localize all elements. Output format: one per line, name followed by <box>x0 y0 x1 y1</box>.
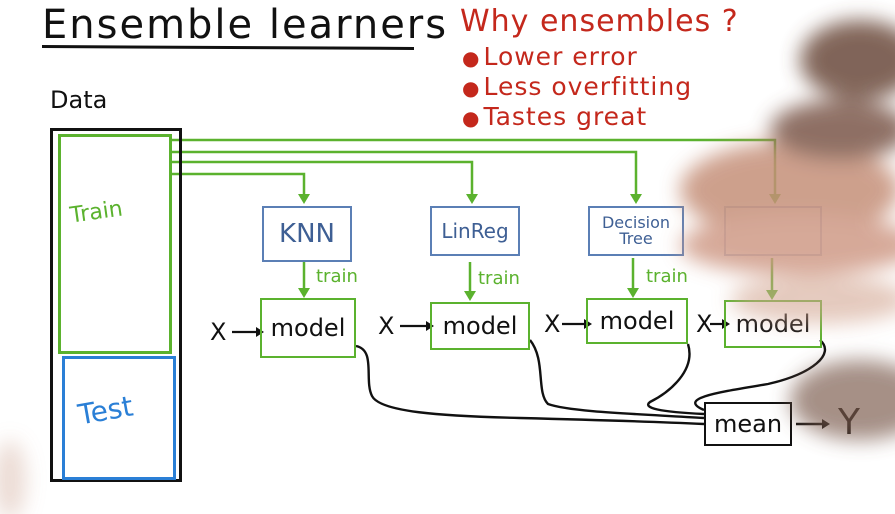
page-title: Ensemble learners <box>42 2 449 48</box>
why-item-label: Less overfitting <box>483 72 693 101</box>
output-y: Y <box>838 402 860 443</box>
model-3: model <box>586 298 688 344</box>
input-arrows <box>232 322 724 334</box>
input-x-2: X <box>378 312 395 340</box>
model-2: model <box>430 302 530 350</box>
why-item-less-overfitting: ●Less overfitting <box>462 72 692 101</box>
train-feed-arrowheads <box>298 194 781 301</box>
why-item-label: Tastes great <box>483 102 648 131</box>
input-x-4: X <box>696 310 713 338</box>
test-box <box>62 356 176 480</box>
train-tag-3: train <box>646 266 688 287</box>
bullet-icon: ● <box>462 76 481 100</box>
train-feed-line-2 <box>172 160 474 200</box>
data-box <box>50 128 182 482</box>
model-1: model <box>260 298 356 358</box>
data-label: Data <box>50 86 108 114</box>
model-4: model <box>724 300 822 348</box>
why-ensembles-heading: Why ensembles ? <box>460 4 739 39</box>
bullet-icon: ● <box>462 46 481 70</box>
train-feed-line-3 <box>172 150 638 200</box>
why-item-label: Lower error <box>483 42 638 71</box>
train-tag-1: train <box>316 266 358 287</box>
learner-knn: KNN <box>262 206 352 262</box>
learner-decision-tree: Decision Tree <box>588 206 684 256</box>
mean-box: mean <box>704 402 792 446</box>
bullet-icon: ● <box>462 106 481 130</box>
train-feed-line-1 <box>172 172 306 200</box>
why-item-lower-error: ●Lower error <box>462 42 638 71</box>
input-x-1: X <box>210 318 227 346</box>
train-feed-line-4 <box>172 138 777 200</box>
train-tag-2: train <box>478 268 520 289</box>
input-x-3: X <box>544 310 561 338</box>
why-item-tastes-great: ●Tastes great <box>462 102 647 131</box>
learner-linreg: LinReg <box>430 206 520 256</box>
learner-occluded <box>724 206 822 256</box>
train-box <box>58 134 172 354</box>
